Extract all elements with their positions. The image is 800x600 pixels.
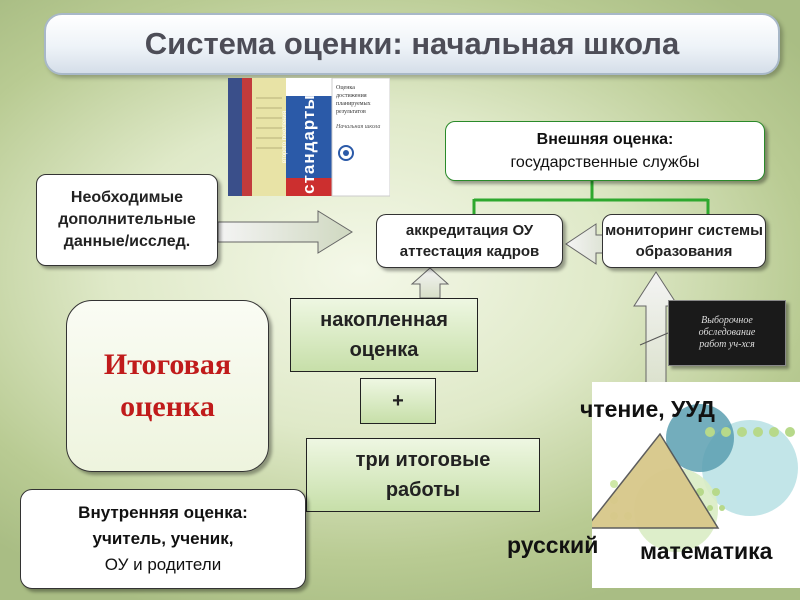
subjects-panel [584, 382, 800, 588]
arrow-up-to-accreditation [410, 267, 450, 299]
accumulated-line2: оценка [349, 339, 419, 361]
external-assessment-box: Внешняя оценка: государственные службы [445, 121, 765, 181]
subjects-triangle [584, 432, 720, 529]
internal-assessment-box: Внутренняя оценка: учитель, ученик, ОУ и… [20, 489, 306, 589]
final-assessment-box: Итоговая оценка [66, 300, 269, 472]
standards-book-image: стандарты второго поколения Оценка дости… [228, 77, 391, 198]
green-connector [472, 181, 710, 214]
final-works-line2: работы [385, 479, 461, 501]
additional-data-line1: Необходимые [70, 189, 184, 206]
additional-data-line3: данные/исслед. [63, 233, 191, 250]
accumulated-assessment-box: накопленная оценка [290, 298, 478, 372]
label-russian: русский [507, 532, 599, 558]
book-cover-note: Начальная школа [336, 124, 381, 130]
page-title: Система оценки: начальная школа [144, 26, 680, 61]
additional-data-line2: дополнительные [58, 211, 196, 228]
decorative-circles [584, 404, 798, 552]
accreditation-line1: аккредитация ОУ [405, 222, 534, 239]
arrow-right-to-accreditation [217, 210, 353, 254]
label-math: математика [640, 538, 773, 564]
monitoring-line2: образования [635, 243, 733, 260]
final-assessment-line1: Итоговая [103, 348, 232, 381]
accumulated-line1: накопленная [320, 309, 448, 331]
book-cover-text: Оценка достижения планируемых результато… [336, 85, 371, 115]
internal-assessment-line2: учитель, ученик, [92, 529, 234, 548]
final-assessment-line2: оценка [120, 390, 215, 423]
plus-box: + [360, 378, 436, 424]
sample-survey-callout: Выборочное обследование работ уч-хся [668, 300, 786, 366]
accreditation-box: аккредитация ОУ аттестация кадров [376, 214, 563, 268]
survey-line1: Выборочное [701, 315, 753, 326]
title-banner: Система оценки: начальная школа [44, 13, 780, 75]
monitoring-box: мониторинг системы образования [602, 214, 766, 268]
survey-line2: обследование [698, 327, 756, 338]
survey-line3: работ уч-хся [699, 339, 755, 350]
monitoring-line1: мониторинг системы [605, 222, 763, 239]
final-works-box: три итоговые работы [306, 438, 540, 512]
label-reading-uud: чтение, УУД [580, 396, 715, 422]
external-assessment-heading: Внешняя оценка: [536, 131, 674, 148]
plus-sign: + [392, 390, 404, 412]
internal-assessment-heading: Внутренняя оценка: [78, 503, 248, 522]
additional-data-box: Необходимые дополнительные данные/исслед… [36, 174, 218, 266]
final-works-line1: три итоговые [355, 449, 491, 471]
internal-assessment-line3: ОУ и родители [104, 555, 222, 574]
external-assessment-text: государственные службы [510, 154, 700, 171]
accreditation-line2: аттестация кадров [399, 243, 540, 260]
